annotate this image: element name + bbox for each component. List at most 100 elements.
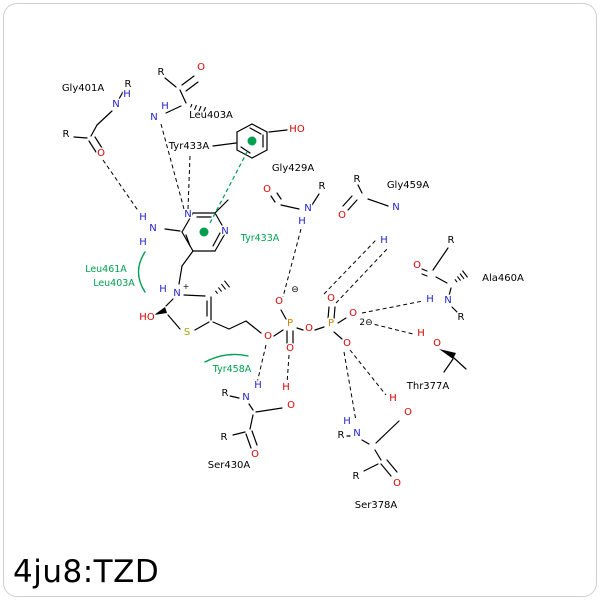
- atom-label-R: R: [63, 129, 70, 140]
- bond: [240, 146, 251, 154]
- atom-label-R: R: [448, 235, 455, 246]
- atom-label-H: H: [161, 101, 169, 112]
- atom-label-H: H: [139, 212, 147, 223]
- hydrogen-bond: [187, 155, 191, 210]
- atom-label-N: N: [353, 428, 360, 439]
- wedge-stereo-bonds: [154, 307, 456, 359]
- atom-label-O: O: [197, 62, 205, 73]
- bond: [251, 123, 268, 133]
- hydrophobic-residue-label-Leu461A: Leu461A: [85, 264, 127, 275]
- residue-labels: Gly401ALeu403ATyr433AGly429AGly459AAla46…: [60, 82, 525, 513]
- atom-label-⊖: ⊖: [291, 285, 299, 295]
- bond: [181, 231, 194, 252]
- bond: [280, 309, 287, 320]
- atom-label-P: P: [287, 318, 293, 329]
- bond: [248, 403, 254, 411]
- hashed-stereo-bonds: [190, 103, 468, 295]
- atom-label-R: R: [354, 174, 361, 185]
- residue-label-Leu403A: Leu403A: [189, 110, 233, 121]
- bond: [214, 199, 229, 214]
- bond: [212, 232, 221, 247]
- atom-label-O: O: [327, 293, 335, 304]
- bond: [380, 463, 392, 477]
- bond: [165, 298, 174, 307]
- bond: [90, 124, 98, 137]
- bond: [194, 321, 210, 331]
- bond: [327, 306, 330, 320]
- bond: [311, 193, 320, 206]
- atom-label-N: N: [444, 295, 451, 306]
- bond: [181, 250, 194, 267]
- bond: [337, 317, 347, 324]
- hash-bond-tick: [220, 283, 227, 290]
- atom-label-O: O: [404, 407, 412, 418]
- bond: [164, 228, 181, 232]
- atom-label-O: O: [338, 210, 346, 221]
- aromatic-ring-centers: [199, 136, 257, 237]
- bond: [249, 127, 262, 135]
- atom-label-O: O: [343, 338, 351, 349]
- bond: [214, 231, 227, 252]
- atom-label-O: O: [286, 343, 294, 354]
- hash-bond-tick: [217, 287, 223, 292]
- hydrogen-bond: [256, 344, 267, 384]
- bond: [314, 326, 325, 331]
- bond: [367, 198, 389, 207]
- bond: [255, 407, 283, 413]
- atom-label-H: H: [426, 294, 434, 305]
- atom-label-R: R: [319, 181, 326, 192]
- bond: [268, 129, 288, 133]
- hash-bond-tick: [194, 104, 197, 111]
- atom-label-R: R: [125, 79, 132, 90]
- bond: [357, 184, 363, 194]
- bond: [232, 431, 246, 436]
- bond: [236, 123, 253, 133]
- atom-label-O: O: [349, 308, 357, 319]
- bond: [251, 149, 268, 159]
- atom-label-H: H: [139, 237, 147, 248]
- bond: [435, 276, 448, 284]
- aromatic-center-dot: [199, 227, 209, 237]
- atom-label-R: R: [338, 430, 345, 441]
- bond: [96, 110, 113, 126]
- bond: [451, 306, 460, 315]
- atom-label-H: H: [380, 235, 388, 246]
- hydrogen-bond: [335, 247, 389, 304]
- hash-bond-tick: [197, 105, 202, 113]
- hydrogen-bond: [349, 349, 387, 396]
- residue-label-Tyr433A: Tyr433A: [168, 141, 210, 152]
- bond: [167, 314, 181, 330]
- atom-label-O: O: [413, 260, 421, 271]
- bond: [164, 77, 177, 88]
- bond: [185, 81, 199, 92]
- bond: [236, 149, 253, 159]
- atom-label-HO: HO: [139, 312, 155, 323]
- bond: [333, 306, 336, 320]
- bond: [363, 463, 379, 472]
- bond: [448, 287, 452, 297]
- bond: [333, 331, 343, 340]
- hydrogen-bond: [343, 351, 357, 422]
- bond: [347, 199, 358, 211]
- atom-label-P: P: [328, 318, 334, 329]
- aromatic-center-dot: [247, 136, 257, 146]
- hydrophobic-arc: [204, 353, 249, 363]
- bond: [165, 105, 182, 114]
- bond: [228, 320, 247, 330]
- bond: [251, 430, 258, 446]
- hash-bond-tick: [214, 290, 219, 295]
- atom-label-H: H: [343, 416, 351, 427]
- bond: [181, 212, 194, 233]
- bond: [374, 449, 382, 461]
- bond: [453, 357, 467, 370]
- hash-bond-tick: [201, 106, 207, 116]
- bond: [375, 420, 400, 444]
- pi-stacking-dashes: [209, 151, 248, 224]
- bond: [185, 234, 191, 247]
- atom-label-R: R: [353, 471, 360, 482]
- bond: [342, 195, 353, 207]
- hash-bond-tick: [190, 103, 193, 108]
